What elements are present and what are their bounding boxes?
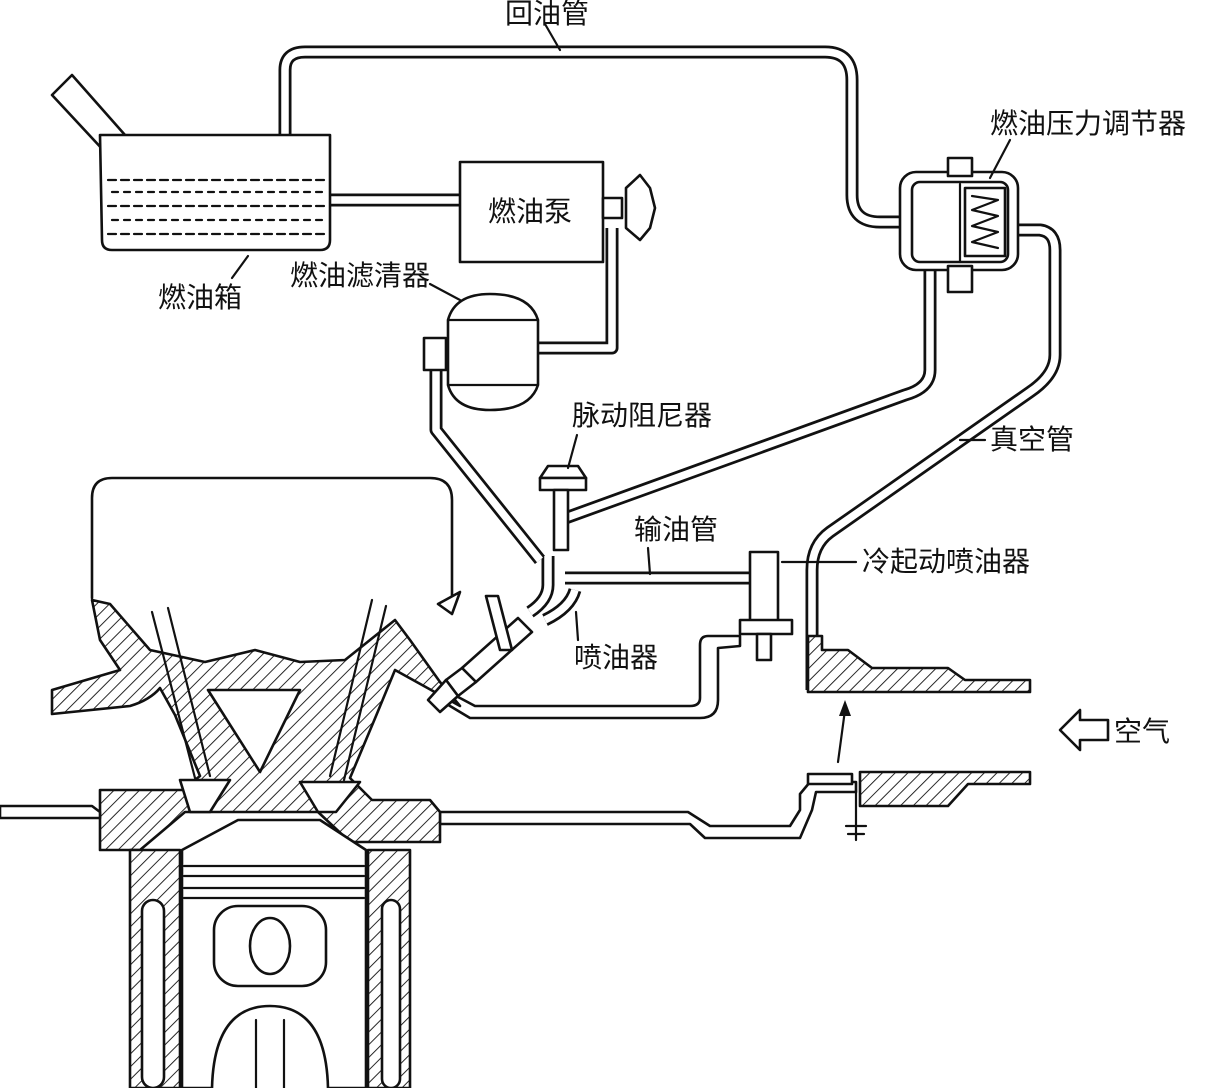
label-vacuum-line: 真空管 <box>990 423 1075 456</box>
injector-seal <box>426 678 460 714</box>
combustion-triangle <box>206 688 302 774</box>
fuel-level-lines <box>106 178 327 236</box>
cold-start-flange <box>738 618 794 636</box>
filter-body <box>446 292 540 412</box>
exhaust-valve <box>298 598 388 814</box>
intake-lower-wall <box>438 780 858 840</box>
label-pressure-regulator: 燃油压力调节器 <box>990 107 1187 140</box>
fuel-filter <box>422 292 540 412</box>
filter-inlet-stub <box>422 336 448 372</box>
idle-screw-head <box>806 772 854 786</box>
cold-start-body <box>748 550 780 624</box>
fuel-tank <box>50 73 332 252</box>
label-fuel-pump: 燃油泵 <box>488 195 573 228</box>
piston <box>180 818 368 1088</box>
regulator-bottom-cap <box>946 264 974 294</box>
bypass-arrow-head <box>839 700 851 716</box>
leader-lines <box>230 22 1012 642</box>
intake-manifold <box>438 634 1032 842</box>
left-head-flange <box>0 804 102 820</box>
connecting-rod <box>210 1004 330 1088</box>
pressure-regulator <box>898 156 1020 294</box>
fuel-pump <box>458 160 657 264</box>
pulsation-damper <box>538 464 588 552</box>
water-jacket-right <box>380 898 402 1088</box>
label-injector: 喷油器 <box>574 641 659 674</box>
regulator-spring <box>970 194 1000 250</box>
damper-dome <box>538 464 588 480</box>
intake-runner-wall <box>438 634 742 720</box>
pipe-network <box>278 45 1062 690</box>
air-inlet-arrow-icon <box>1058 708 1110 752</box>
main-injector <box>426 594 534 714</box>
damper-body <box>538 476 588 492</box>
pump-body <box>458 160 605 264</box>
engine-section <box>0 476 462 1088</box>
label-fuel-filter: 燃油滤清器 <box>290 259 431 292</box>
bypass-air-arrow <box>836 708 847 764</box>
label-fuel-tank: 燃油箱 <box>158 281 243 314</box>
label-pulsation-damper: 脉动阻尼器 <box>572 399 713 432</box>
label-air: 空气 <box>1114 715 1171 748</box>
label-cold-start-injector: 冷起动喷油器 <box>862 545 1031 578</box>
intake-valve <box>150 606 232 814</box>
regulator-top-cap <box>946 156 974 178</box>
cold-start-injector <box>738 550 794 662</box>
label-return-line: 回油管 <box>505 0 590 30</box>
damper-stem <box>552 488 570 552</box>
cold-start-nozzle <box>755 632 773 662</box>
pump-motor-end <box>624 173 657 242</box>
injector-mount-wedge <box>436 590 462 616</box>
water-jacket-left <box>140 898 166 1088</box>
label-delivery-line: 输油管 <box>634 513 719 546</box>
plenum-box <box>90 476 454 600</box>
intake-upper-right-hatched <box>806 634 1032 694</box>
intake-lower-right-hatched <box>858 770 1032 808</box>
piston-pin <box>248 916 292 976</box>
tank-body <box>98 133 332 252</box>
injector-connector <box>484 594 514 652</box>
pump-motor-cap <box>601 196 624 220</box>
